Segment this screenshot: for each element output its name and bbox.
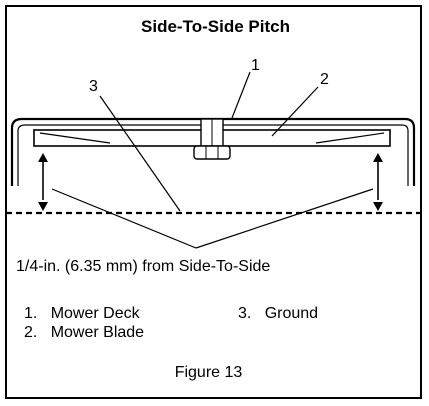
legend-number: 2.: [24, 324, 38, 341]
leader-ground: [99, 95, 181, 212]
legend-item-mower-deck: 1. Mower Deck: [24, 305, 140, 323]
leader-blade: [271, 86, 319, 137]
legend-number: 3.: [238, 305, 252, 322]
figure-frame: Side-To-Side Pitch: [5, 5, 422, 399]
callout-ground: 3: [89, 78, 98, 95]
callout-blade: 2: [320, 71, 329, 88]
legend-label: Mower Deck: [50, 305, 140, 322]
blade-bevel-right: [315, 132, 385, 144]
leader-deck: [231, 71, 251, 119]
legend-item-mower-blade: 2. Mower Blade: [24, 324, 144, 342]
leader-measure-right: [195, 188, 374, 249]
right-measure-arrow: [373, 153, 383, 211]
legend-number: 1.: [24, 305, 38, 322]
blade-nut: [193, 145, 231, 160]
left-measure-arrow: [38, 153, 48, 211]
blade-bevel-left: [39, 132, 111, 144]
diagram-title: Side-To-Side Pitch: [141, 17, 290, 36]
callout-deck: 1: [251, 57, 260, 74]
legend-item-ground: 3. Ground: [238, 305, 318, 323]
leader-measure-left: [51, 188, 197, 249]
figure-label: Figure 13: [174, 364, 243, 381]
legend-label: Mower Blade: [50, 324, 145, 341]
measurement-caption: 1/4-in. (6.35 mm) from Side-To-Side: [16, 258, 271, 275]
legend-label: Ground: [264, 305, 319, 322]
